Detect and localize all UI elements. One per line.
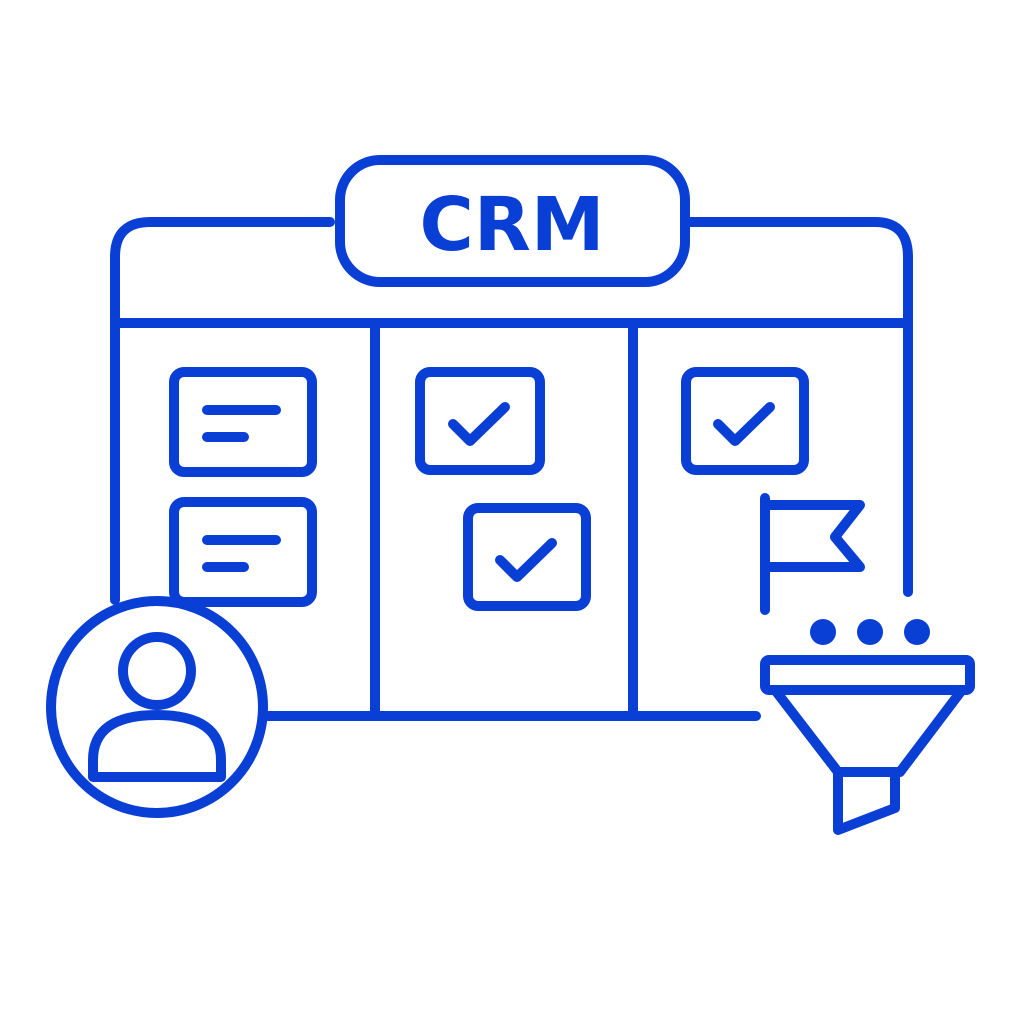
check-card: [415, 367, 545, 475]
funnel-icon: [760, 619, 975, 835]
user-avatar-icon: [46, 596, 268, 818]
crm-title-badge: CRM: [335, 155, 690, 287]
crm-title: CRM: [420, 182, 605, 268]
check-card: [681, 367, 809, 475]
flag-icon: [760, 493, 865, 615]
text-card: [169, 367, 317, 477]
text-card: [169, 497, 317, 607]
check-card: [463, 503, 591, 611]
kanban-board: [110, 217, 913, 721]
